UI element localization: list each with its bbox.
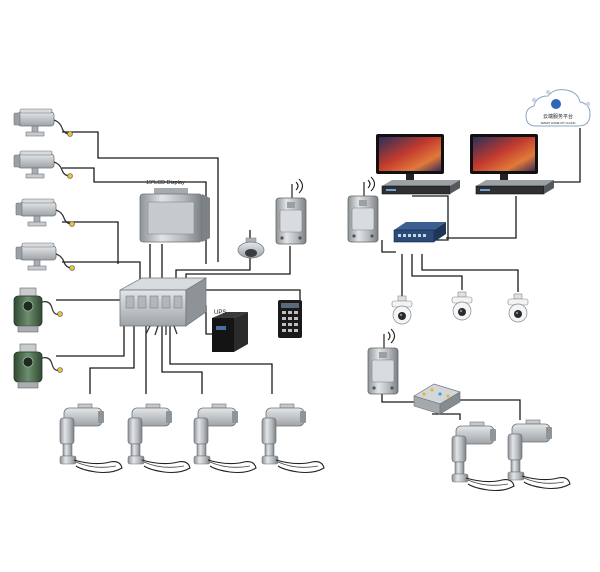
left-system-wiring bbox=[56, 131, 301, 394]
wifi-transmitter-icon bbox=[347, 176, 379, 243]
bullet-camera-icon bbox=[15, 242, 76, 272]
wifi-transmitter-icon bbox=[275, 178, 307, 245]
cloud-platform-label: 云端服务平台 bbox=[543, 113, 573, 120]
cloud-platform: 云端服务平台 SMART HOME IOT CLOUD bbox=[525, 89, 591, 127]
ex-camera-1 bbox=[13, 287, 64, 333]
ex-camera-icon bbox=[13, 287, 64, 333]
dome-camera bbox=[237, 237, 265, 259]
ptz-camera-4 bbox=[261, 403, 325, 474]
ptz-camera-icon bbox=[193, 403, 257, 474]
speed-dome-3 bbox=[507, 293, 529, 323]
nvr-icon bbox=[475, 179, 555, 195]
lcd-display-label: 19"LCD Display bbox=[146, 180, 185, 186]
lcd-display: 19"LCD Display bbox=[139, 180, 210, 243]
fiber-transceiver-icon bbox=[413, 383, 461, 415]
ptz-camera-1 bbox=[59, 403, 123, 474]
monitor-2 bbox=[470, 134, 538, 183]
bullet-camera-2 bbox=[13, 150, 74, 180]
speed-dome-1 bbox=[391, 295, 413, 325]
ptz-camera-icon bbox=[451, 421, 515, 492]
fiber-transceiver bbox=[413, 383, 461, 415]
ptz-camera-5 bbox=[451, 421, 515, 492]
ptz-camera-icon bbox=[127, 403, 191, 474]
bullet-camera-4 bbox=[15, 242, 76, 272]
wireless-transmitter-right bbox=[347, 176, 379, 243]
wireless-transmitter-bottom bbox=[367, 328, 399, 395]
wifi-transmitter-icon bbox=[367, 328, 399, 395]
keypad bbox=[278, 300, 302, 338]
junction-box-icon bbox=[119, 277, 208, 336]
cloud-platform-sublabel: SMART HOME IOT CLOUD bbox=[541, 121, 576, 125]
ups-label: UPS bbox=[214, 310, 226, 316]
ptz-camera-icon bbox=[451, 291, 473, 321]
junction-box bbox=[119, 277, 208, 336]
ptz-camera-icon bbox=[261, 403, 325, 474]
nvr-2 bbox=[475, 179, 555, 195]
right-system-wiring bbox=[381, 128, 581, 420]
cloud-platform-icon bbox=[525, 89, 591, 127]
nvr-1 bbox=[381, 179, 461, 195]
ptz-camera-icon bbox=[391, 295, 413, 325]
ptz-camera-icon bbox=[507, 293, 529, 323]
monitor-1 bbox=[376, 134, 444, 183]
lcd-display-icon bbox=[139, 188, 210, 243]
monitor-icon bbox=[376, 134, 444, 183]
ptz-camera-icon bbox=[507, 419, 571, 490]
nvr-icon bbox=[381, 179, 461, 195]
ptz-camera-6 bbox=[507, 419, 571, 490]
ups-icon bbox=[212, 312, 248, 352]
ups: UPS bbox=[212, 310, 248, 352]
ex-camera-icon bbox=[13, 343, 64, 389]
network-switch-icon bbox=[393, 222, 446, 243]
speed-dome-2 bbox=[451, 291, 473, 321]
bullet-camera-icon bbox=[13, 150, 74, 180]
ptz-camera-icon bbox=[59, 403, 123, 474]
ptz-camera-2 bbox=[127, 403, 191, 474]
network-switch bbox=[393, 222, 446, 243]
monitor-icon bbox=[470, 134, 538, 183]
ex-camera-2 bbox=[13, 343, 64, 389]
dome-camera-icon bbox=[237, 237, 265, 259]
wireless-transmitter-left bbox=[275, 178, 307, 245]
keypad-icon bbox=[278, 300, 302, 338]
ptz-camera-3 bbox=[193, 403, 257, 474]
